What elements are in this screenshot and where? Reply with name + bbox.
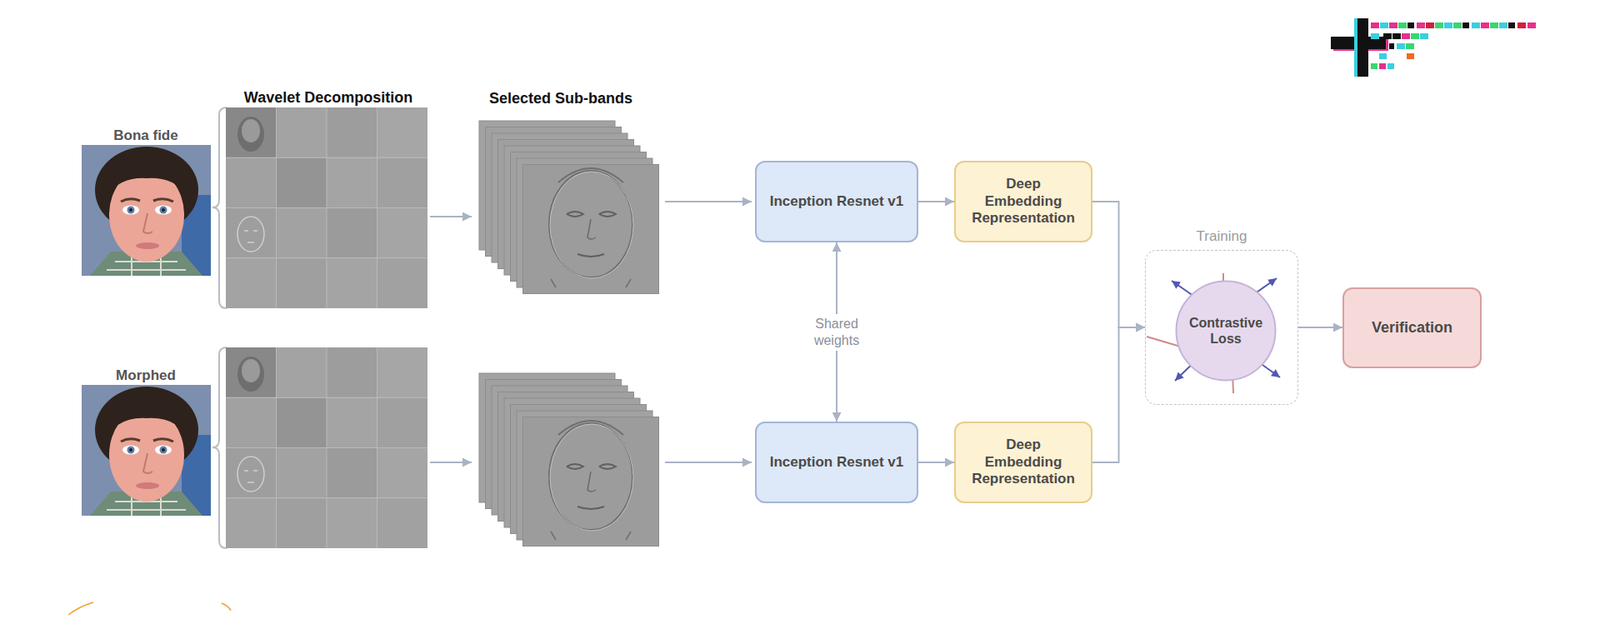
node-text: Contrastive Loss — [1189, 315, 1263, 347]
node-text: Verification — [1371, 319, 1453, 338]
embedding-box: Deep Embedding Representation — [954, 421, 1093, 504]
node-text: Deep Embedding Representation — [971, 436, 1075, 488]
node-text: Inception Resnet v1 — [770, 193, 905, 210]
connector — [1092, 201, 1145, 328]
bracket — [212, 107, 227, 309]
subband-stack — [479, 120, 660, 295]
image-label: Bona fide — [20, 127, 271, 145]
process-box: Inception Resnet v1 — [755, 421, 919, 504]
wavelet-grid — [225, 107, 428, 309]
bona-fide-face — [81, 145, 211, 276]
bracket — [212, 347, 227, 549]
node-text: Deep Embedding Representation — [971, 175, 1075, 227]
wavelet-grid — [225, 347, 428, 549]
connector — [1298, 326, 1343, 329]
group-heading: Training — [1145, 228, 1298, 245]
circle-shape — [1176, 281, 1276, 381]
flow-arrow — [430, 461, 472, 464]
loss-circle: Contrastive Loss — [1175, 280, 1277, 382]
force-arrows — [1146, 273, 1280, 394]
connector — [918, 200, 955, 203]
edge-label: Shared weights — [812, 314, 861, 351]
corner-mark — [68, 602, 231, 615]
flow-arrow — [665, 200, 752, 203]
flow-arrow — [665, 461, 752, 464]
connector — [1092, 327, 1145, 463]
connector — [918, 461, 955, 464]
node-text: Inception Resnet v1 — [770, 454, 905, 471]
morphed-face — [81, 385, 211, 516]
column-heading: Selected Sub-bands — [435, 90, 686, 108]
training-group: TrainingContrastive Loss — [1145, 250, 1299, 405]
flow-arrow — [430, 215, 472, 218]
process-box: Inception Resnet v1 — [755, 160, 919, 243]
output-box: Verification — [1342, 287, 1482, 369]
embedding-box: Deep Embedding Representation — [954, 160, 1093, 243]
column-heading: Wavelet Decomposition — [203, 89, 454, 107]
circle-outline — [1175, 280, 1277, 382]
image-label: Morphed — [20, 367, 271, 385]
logo — [1330, 18, 1536, 77]
subband-stack — [479, 373, 660, 547]
